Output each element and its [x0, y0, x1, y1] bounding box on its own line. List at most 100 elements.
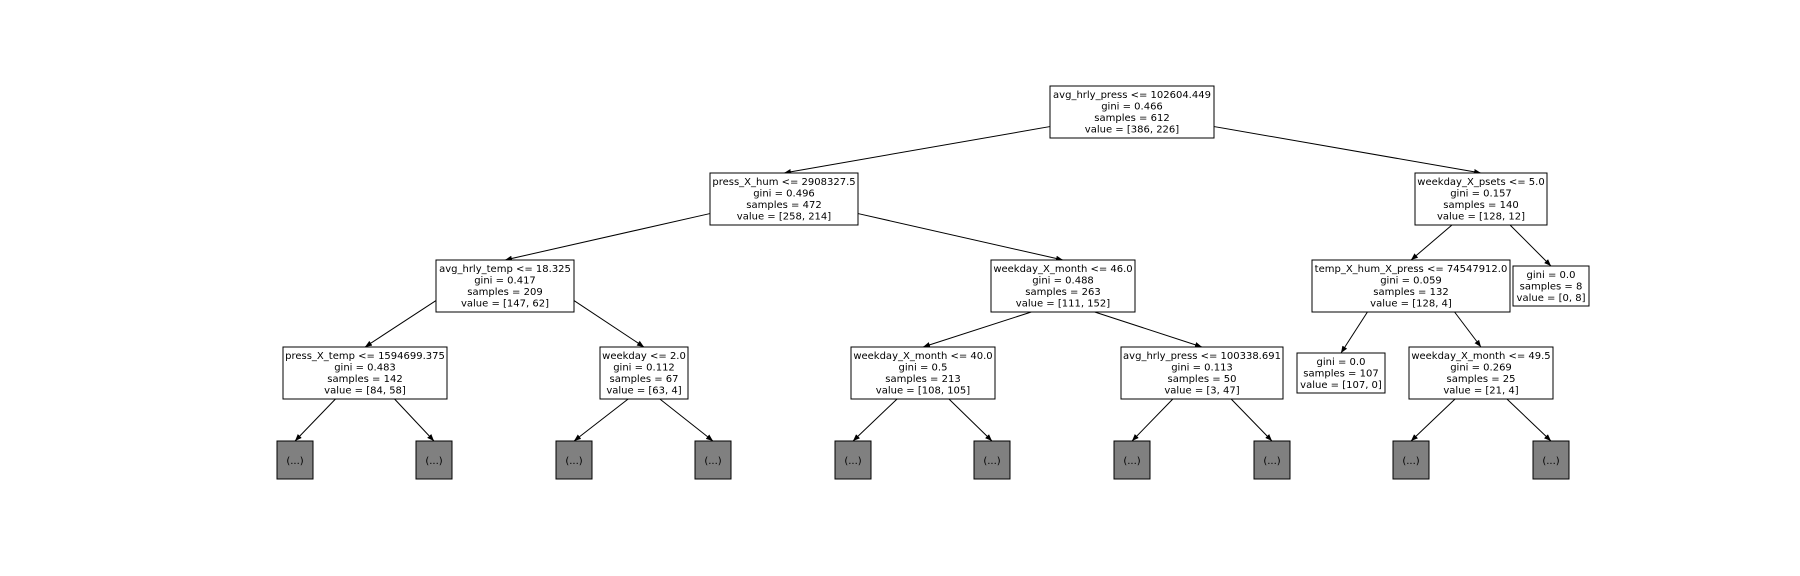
node-text-line: value = [84, 58]	[324, 386, 406, 397]
truncated-box	[973, 440, 1011, 480]
truncated-box	[1532, 440, 1570, 480]
node-box	[1414, 172, 1548, 226]
node-text-line: gini = 0.113	[1171, 363, 1233, 374]
truncated-node-1: (...)	[415, 440, 453, 480]
edge-n7-truncated-6	[1131, 398, 1174, 442]
truncated-label: (...)	[565, 456, 582, 467]
truncated-label: (...)	[1402, 456, 1419, 467]
truncated-box	[834, 440, 872, 480]
node-text-line: gini = 0.157	[1450, 189, 1512, 200]
node-text-line: samples = 142	[327, 374, 402, 385]
node-text-line: samples = 8	[1520, 281, 1583, 292]
edge-n2-n3	[364, 300, 437, 348]
tree-edges	[294, 126, 1552, 442]
truncated-node-3: (...)	[694, 440, 732, 480]
node-text-line: weekday <= 2.0	[602, 351, 686, 362]
node-text-line: value = [147, 62]	[461, 299, 549, 310]
node-text-line: gini = 0.496	[753, 189, 815, 200]
truncated-label: (...)	[1123, 456, 1140, 467]
node-text-line: gini = 0.488	[1032, 276, 1094, 287]
node-box	[282, 346, 448, 400]
node-text-line: value = [128, 4]	[1370, 299, 1452, 310]
truncated-box	[1113, 440, 1151, 480]
edge-n9-n11	[1454, 311, 1482, 348]
node-text-line: weekday_X_month <= 49.5	[1411, 351, 1550, 362]
truncated-node-5: (...)	[973, 440, 1011, 480]
node-box	[1049, 85, 1215, 139]
node-box	[1311, 259, 1511, 313]
edge-n5-n7	[1094, 311, 1203, 348]
truncated-node-9: (...)	[1532, 440, 1570, 480]
node-box	[709, 172, 859, 226]
node-text-line: value = [386, 226]	[1085, 125, 1179, 136]
node-text-line: press_X_temp <= 1594699.375	[285, 351, 445, 362]
node-text-line: gini = 0.466	[1101, 102, 1163, 113]
node-text-line: gini = 0.417	[474, 276, 536, 287]
node-text-line: samples = 107	[1303, 368, 1378, 379]
node-text-line: gini = 0.0	[1527, 270, 1576, 281]
node-text-line: avg_hrly_temp <= 18.325	[439, 264, 571, 275]
node-text-line: samples = 50	[1167, 374, 1236, 385]
node-text-line: gini = 0.0	[1317, 357, 1366, 368]
edge-n11-truncated-8	[1410, 398, 1456, 442]
node-text-line: value = [258, 214]	[737, 212, 831, 223]
node-text-line: value = [128, 12]	[1437, 212, 1525, 223]
truncated-node-4: (...)	[834, 440, 872, 480]
node-text-line: value = [3, 47]	[1164, 386, 1239, 397]
node-box	[1408, 346, 1554, 400]
node-text-line: weekday_X_month <= 46.0	[993, 264, 1132, 275]
node-text-line: samples = 263	[1025, 287, 1100, 298]
node-text-line: samples = 472	[746, 200, 821, 211]
edge-n1-n2	[504, 213, 711, 262]
node-text-line: samples = 140	[1443, 200, 1518, 211]
edge-n3-truncated-1	[394, 398, 435, 442]
node-text-line: press_X_hum <= 2908327.5	[712, 177, 855, 188]
node-text-line: samples = 213	[885, 374, 960, 385]
node-text-line: samples = 612	[1094, 113, 1169, 124]
node-text-line: samples = 25	[1446, 374, 1515, 385]
edge-n6-truncated-4	[852, 398, 898, 442]
edge-n4-truncated-2	[573, 398, 629, 442]
truncated-label: (...)	[1263, 456, 1280, 467]
truncated-label: (...)	[1542, 456, 1559, 467]
edge-n0-n8	[1213, 126, 1482, 175]
node-box	[1120, 346, 1284, 400]
truncated-box	[694, 440, 732, 480]
node-text-line: weekday_X_psets <= 5.0	[1417, 177, 1544, 188]
node-text-line: gini = 0.269	[1450, 363, 1512, 374]
node-text-line: gini = 0.483	[334, 363, 396, 374]
edge-n2-n4	[573, 300, 645, 348]
truncated-node-2: (...)	[555, 440, 593, 480]
node-text-line: weekday_X_month <= 40.0	[853, 351, 992, 362]
edge-n8-n12	[1509, 224, 1552, 267]
node-text-line: value = [107, 0]	[1300, 380, 1382, 391]
node-text-line: avg_hrly_press <= 100338.691	[1123, 351, 1281, 362]
node-text-line: gini = 0.112	[613, 363, 675, 374]
node-text-line: value = [108, 105]	[876, 386, 970, 397]
truncated-box	[1253, 440, 1291, 480]
edge-n6-truncated-5	[948, 398, 993, 442]
node-box	[850, 346, 996, 400]
edge-n4-truncated-3	[659, 398, 714, 442]
node-text-line: gini = 0.059	[1380, 276, 1442, 287]
node-box	[599, 346, 689, 400]
truncated-box	[415, 440, 453, 480]
edge-n11-truncated-9	[1506, 398, 1552, 442]
truncated-box	[555, 440, 593, 480]
truncated-label: (...)	[844, 456, 861, 467]
truncated-label: (...)	[704, 456, 721, 467]
node-text-line: avg_hrly_press <= 102604.449	[1053, 90, 1211, 101]
node-text-line: value = [21, 4]	[1443, 386, 1518, 397]
node-text-line: temp_X_hum_X_press <= 74547912.0	[1315, 264, 1508, 275]
truncated-node-7: (...)	[1253, 440, 1291, 480]
node-text-line: samples = 209	[467, 287, 542, 298]
